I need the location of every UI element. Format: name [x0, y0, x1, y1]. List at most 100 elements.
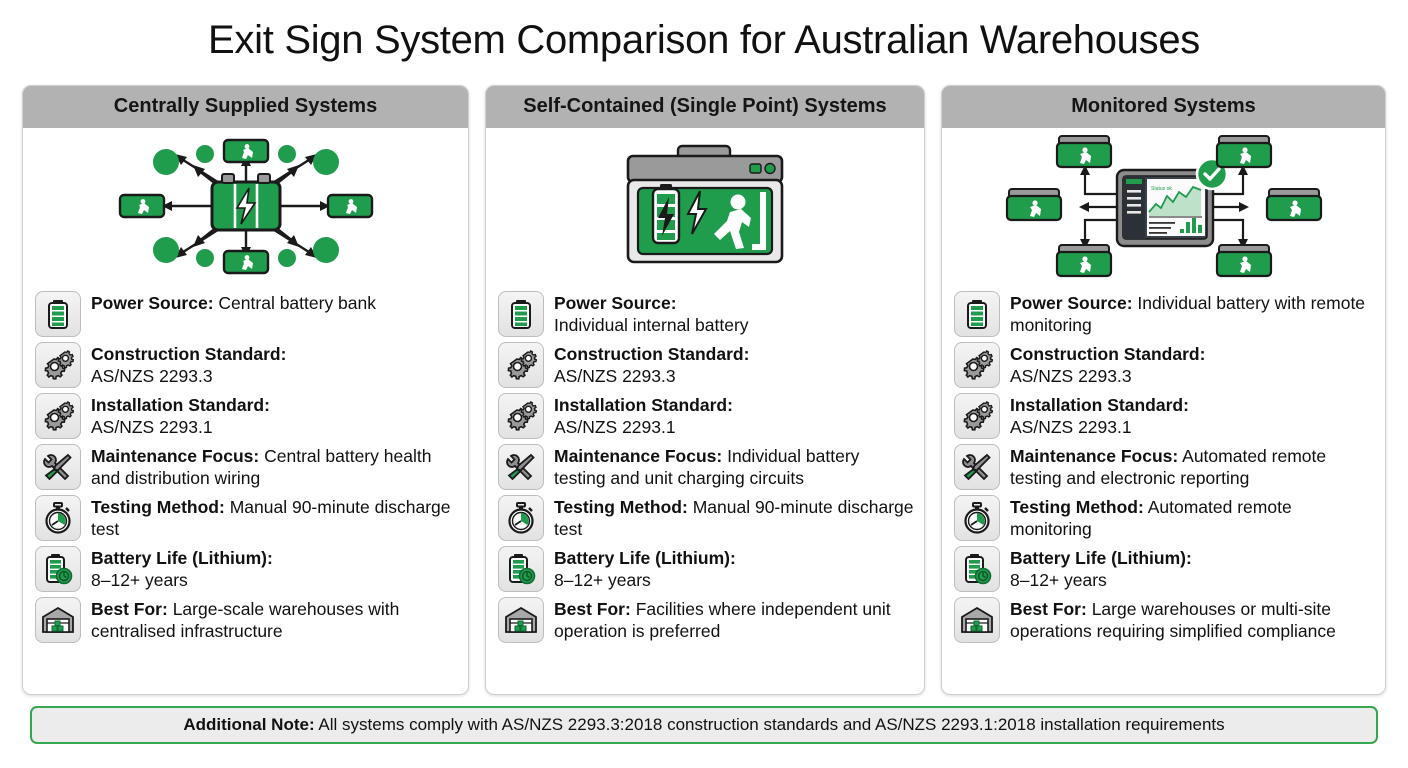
- spec-value: Manual 90-minute discharge test: [91, 497, 451, 540]
- spec-text: Testing Method: Automated remote monitor…: [1010, 493, 1375, 541]
- spec-row-battery-life: Battery Life (Lithium):8–12+ years: [954, 544, 1375, 592]
- spec-text: Battery Life (Lithium):8–12+ years: [1010, 544, 1375, 592]
- spec-value: AS/NZS 2293.3: [1010, 366, 1132, 387]
- column-header: Centrally Supplied Systems: [23, 86, 468, 128]
- spec-value: Individual battery with remote monitorin…: [1010, 293, 1366, 336]
- spec-label: Best For:: [1010, 599, 1087, 619]
- spec-row-construction-standard: Construction Standard:AS/NZS 2293.3: [498, 340, 914, 388]
- spec-value: AS/NZS 2293.3: [554, 366, 676, 387]
- additional-note: Additional Note: All systems comply with…: [30, 706, 1378, 744]
- spec-label: Maintenance Focus:: [91, 446, 260, 466]
- tools-icon: [35, 444, 81, 490]
- spec-value: 8–12+ years: [554, 570, 651, 591]
- spec-label: Installation Standard:: [91, 395, 270, 415]
- spec-text: Battery Life (Lithium):8–12+ years: [91, 544, 458, 592]
- spec-row-best-for: Best For: Large-scale warehouses with ce…: [35, 595, 458, 643]
- self-contained-exit-sign-unit: [486, 128, 924, 285]
- spec-row-construction-standard: Construction Standard:AS/NZS 2293.3: [35, 340, 458, 388]
- spec-label: Installation Standard:: [554, 395, 733, 415]
- spec-text: Power Source: Central battery bank: [91, 289, 458, 314]
- spec-label: Construction Standard:: [91, 344, 287, 364]
- battery-clock-icon: [35, 546, 81, 592]
- spec-value: Manual 90-minute discharge test: [554, 497, 914, 540]
- spec-list: Power Source: Individual battery with re…: [942, 285, 1385, 694]
- warehouse-icon: [954, 597, 1000, 643]
- spec-value: 8–12+ years: [1010, 570, 1107, 591]
- spec-row-best-for: Best For: Large warehouses or multi-site…: [954, 595, 1375, 643]
- spec-value: Central battery health and distribution …: [91, 446, 432, 489]
- spec-value: Individual battery testing and unit char…: [554, 446, 860, 489]
- spec-value: AS/NZS 2293.1: [554, 417, 676, 438]
- spec-row-best-for: Best For: Facilities where independent u…: [498, 595, 914, 643]
- spec-text: Best For: Large warehouses or multi-site…: [1010, 595, 1375, 643]
- gears-icon: [954, 342, 1000, 388]
- spec-text: Power Source:Individual internal battery: [554, 289, 914, 337]
- stopwatch-icon: [954, 495, 1000, 541]
- spec-label: Construction Standard:: [1010, 344, 1206, 364]
- spec-value: AS/NZS 2293.1: [1010, 417, 1132, 438]
- note-value: All systems comply with AS/NZS 2293.3:20…: [318, 715, 1225, 734]
- spec-text: Battery Life (Lithium):8–12+ years: [554, 544, 914, 592]
- column-header: Monitored Systems: [942, 86, 1385, 128]
- tools-icon: [954, 444, 1000, 490]
- central-battery-distribution-diagram: [23, 128, 468, 285]
- spec-row-power-source: Power Source: Individual battery with re…: [954, 289, 1375, 337]
- spec-label: Best For:: [91, 599, 168, 619]
- spec-label: Maintenance Focus:: [1010, 446, 1179, 466]
- spec-value: 8–12+ years: [91, 570, 188, 591]
- spec-label: Power Source:: [1010, 293, 1133, 313]
- spec-text: Installation Standard:AS/NZS 2293.1: [1010, 391, 1375, 439]
- spec-value: Individual internal battery: [554, 315, 749, 336]
- comparison-columns: Centrally Supplied Systems: [22, 85, 1386, 695]
- spec-row-battery-life: Battery Life (Lithium):8–12+ years: [498, 544, 914, 592]
- spec-row-installation-standard: Installation Standard:AS/NZS 2293.1: [35, 391, 458, 439]
- spec-row-testing-method: Testing Method: Manual 90-minute dischar…: [35, 493, 458, 541]
- spec-label: Testing Method:: [554, 497, 688, 517]
- spec-list: Power Source: Central battery bank Const…: [23, 285, 468, 694]
- spec-text: Maintenance Focus: Central battery healt…: [91, 442, 458, 490]
- column-header: Self-Contained (Single Point) Systems: [486, 86, 924, 128]
- spec-value: Large warehouses or multi-site operation…: [1010, 599, 1336, 642]
- gears-icon: [954, 393, 1000, 439]
- spec-value: Automated remote monitoring: [1010, 497, 1292, 540]
- note-text: Additional Note: All systems comply with…: [183, 715, 1224, 735]
- spec-row-testing-method: Testing Method: Automated remote monitor…: [954, 493, 1375, 541]
- spec-label: Power Source:: [554, 293, 677, 313]
- spec-text: Maintenance Focus: Individual battery te…: [554, 442, 914, 490]
- spec-value: Central battery bank: [218, 293, 377, 313]
- spec-row-power-source: Power Source:Individual internal battery: [498, 289, 914, 337]
- spec-row-testing-method: Testing Method: Manual 90-minute dischar…: [498, 493, 914, 541]
- spec-text: Installation Standard:AS/NZS 2293.1: [91, 391, 458, 439]
- spec-label: Testing Method:: [1010, 497, 1144, 517]
- battery-clock-icon: [954, 546, 1000, 592]
- warehouse-icon: [498, 597, 544, 643]
- spec-text: Construction Standard:AS/NZS 2293.3: [554, 340, 914, 388]
- spec-text: Installation Standard:AS/NZS 2293.1: [554, 391, 914, 439]
- gears-icon: [35, 393, 81, 439]
- spec-value: Facilities where independent unit operat…: [554, 599, 891, 642]
- gears-icon: [35, 342, 81, 388]
- spec-text: Best For: Facilities where independent u…: [554, 595, 914, 643]
- page-title: Exit Sign System Comparison for Australi…: [208, 18, 1200, 62]
- column-centrally-supplied: Centrally Supplied Systems: [22, 85, 469, 695]
- spec-label: Testing Method:: [91, 497, 225, 517]
- note-label: Additional Note:: [183, 715, 315, 734]
- spec-label: Power Source:: [91, 293, 214, 313]
- spec-label: Installation Standard:: [1010, 395, 1189, 415]
- spec-value: AS/NZS 2293.1: [91, 417, 213, 438]
- spec-row-maintenance-focus: Maintenance Focus: Individual battery te…: [498, 442, 914, 490]
- column-self-contained: Self-Contained (Single Point) Systems: [485, 85, 925, 695]
- battery-icon: [498, 291, 544, 337]
- monitoring-dashboard-network-diagram: Status ok: [942, 128, 1385, 285]
- column-monitored: Monitored Systems: [941, 85, 1386, 695]
- spec-row-installation-standard: Installation Standard:AS/NZS 2293.1: [954, 391, 1375, 439]
- spec-row-battery-life: Battery Life (Lithium):8–12+ years: [35, 544, 458, 592]
- gears-icon: [498, 393, 544, 439]
- spec-row-maintenance-focus: Maintenance Focus: Automated remote test…: [954, 442, 1375, 490]
- spec-text: Construction Standard:AS/NZS 2293.3: [91, 340, 458, 388]
- spec-row-power-source: Power Source: Central battery bank: [35, 289, 458, 337]
- spec-list: Power Source:Individual internal battery…: [486, 285, 924, 694]
- spec-row-installation-standard: Installation Standard:AS/NZS 2293.1: [498, 391, 914, 439]
- gears-icon: [498, 342, 544, 388]
